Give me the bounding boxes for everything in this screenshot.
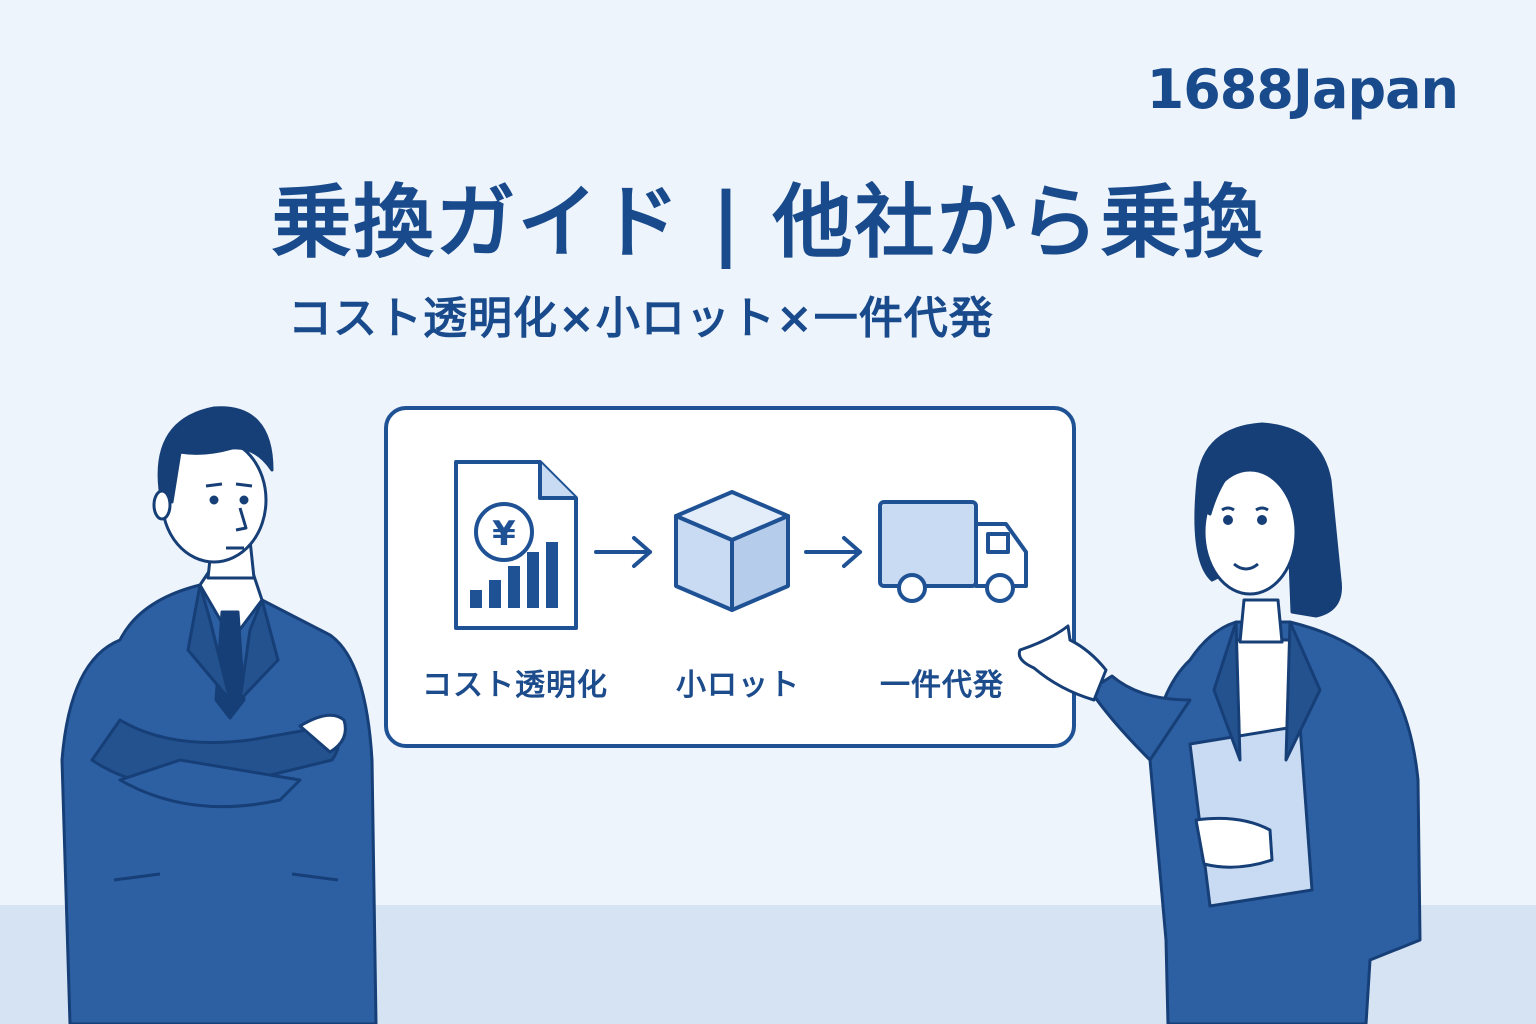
- brand-logo: 1688Japan: [1146, 58, 1459, 121]
- page-subtitle: コスト透明化×小ロット×一件代発: [288, 293, 994, 344]
- box-icon: [674, 490, 790, 612]
- delivery-truck-icon: [878, 500, 1028, 603]
- step-label-single-dropship: 一件代発: [880, 668, 1004, 703]
- step-label-small-lot: 小ロット: [676, 668, 800, 703]
- businesswoman-illustration: [1017, 422, 1422, 1024]
- yen-symbol: ¥: [492, 514, 516, 554]
- businessman-illustration: [60, 406, 378, 1024]
- yen-document-chart-icon: ¥: [454, 460, 578, 630]
- page-title: 乗換ガイド | 他社から乗換: [271, 176, 1265, 269]
- arrow-right-icon: [594, 536, 652, 568]
- arrow-right-icon: [804, 536, 862, 568]
- step-label-cost-transparency: コスト透明化: [422, 668, 608, 703]
